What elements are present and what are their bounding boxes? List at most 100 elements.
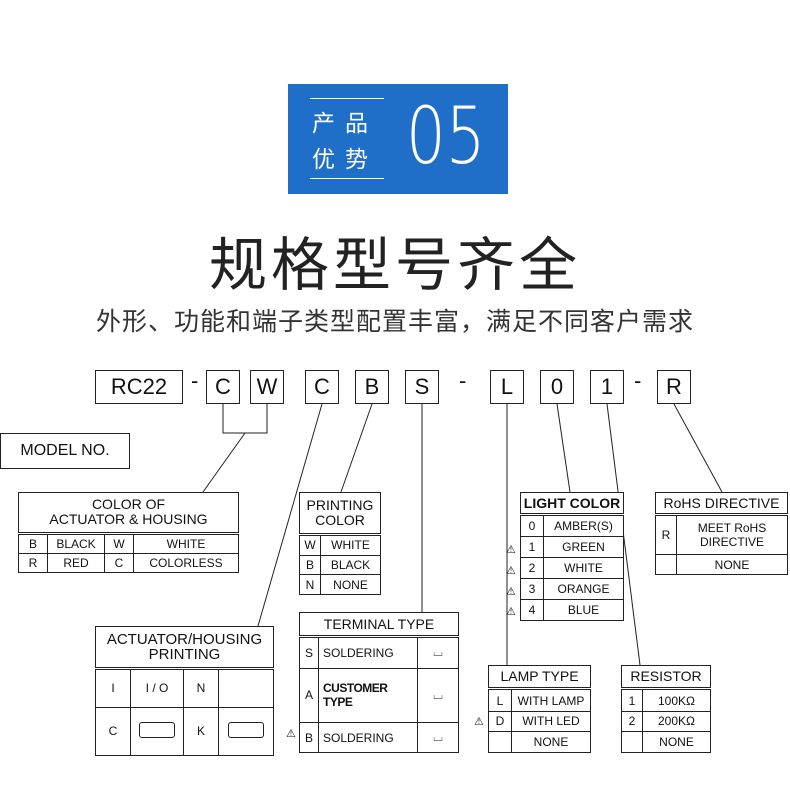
table-cell: CUSTOMER TYPE <box>318 667 418 724</box>
table-cell: N <box>183 668 219 708</box>
table-cell: L <box>488 688 512 712</box>
warning-icon: ⚠ <box>286 728 296 740</box>
page-subtitle: 外形、功能和端子类型配置丰富，满足不同客户需求 <box>95 307 694 336</box>
table-cell: WHITE <box>320 533 381 556</box>
table-cell <box>655 554 677 575</box>
table-cell: RED <box>47 552 105 574</box>
table-cell: NONE <box>320 574 381 595</box>
terminal-icon: ⌴ <box>417 636 459 669</box>
table-title: COLOR OF <box>91 496 166 513</box>
table-cell: B <box>299 554 321 576</box>
table-cell: GREEN <box>543 536 624 559</box>
table-cell: ORANGE <box>543 578 624 601</box>
table-cell: SOLDERING <box>318 636 418 669</box>
table-title: ACTUATOR & HOUSING <box>49 511 208 528</box>
table-cell: R <box>655 514 677 555</box>
model-no-label: MODEL NO. <box>0 433 130 469</box>
code-printing: C <box>305 370 339 404</box>
table-cell: I <box>95 668 131 708</box>
table-cell: R <box>18 552 48 574</box>
table-cell: NONE <box>511 731 591 753</box>
code-lamp: L <box>490 370 524 404</box>
table-cell: 2 <box>621 710 643 733</box>
table-cell: 0 <box>520 513 544 538</box>
table-cell: N <box>299 574 321 595</box>
code-resistor: 1 <box>590 370 624 404</box>
table-cell: S <box>299 636 319 669</box>
table-cell: C <box>103 552 134 574</box>
table-cell: I / O <box>130 668 184 708</box>
table-cell: W <box>103 532 134 554</box>
table-cell: A <box>299 667 319 724</box>
terminal-icon: ⌴ <box>417 667 459 724</box>
table-title: ACTUATOR/HOUSING <box>106 631 263 648</box>
badge-line-2: 优势 <box>312 147 378 173</box>
table-cell: BLUE <box>543 599 624 621</box>
table-cell: BLACK <box>47 532 105 554</box>
table-cell: W <box>299 533 321 556</box>
table-cell <box>621 731 643 753</box>
table-cell: 100KΩ <box>642 688 711 712</box>
code-series: RC22 <box>95 370 183 404</box>
table-cell: NONE <box>642 731 711 753</box>
table-cell: 4 <box>520 599 544 621</box>
warning-icon: ⚠ <box>474 716 484 728</box>
table-cell: COLORLESS <box>132 552 240 574</box>
code-actuator-color: C <box>206 370 240 404</box>
section-badge: 产品 优势 05 <box>288 84 508 194</box>
table-cell: WHITE <box>543 557 624 580</box>
table-cell: B <box>18 532 48 554</box>
table-cell: BLACK <box>320 554 381 576</box>
table-cell: 1 <box>621 688 643 712</box>
code-rohs: R <box>657 370 691 404</box>
table-cell: SOLDERING <box>318 722 418 753</box>
table-cell: 3 <box>520 578 544 601</box>
table-title: LIGHT COLOR <box>520 492 624 516</box>
table-row: NONE <box>655 554 788 575</box>
table-cell: MEET RoHS DIRECTIVE <box>676 514 788 555</box>
warning-icon: ⚠ <box>506 544 516 556</box>
table-title: COLOR <box>315 511 365 528</box>
table-row: NONE <box>621 731 711 753</box>
table-title: RoHS DIRECTIVE <box>655 492 788 516</box>
table-cell: D <box>488 710 512 733</box>
table-cell: 200KΩ <box>642 710 711 733</box>
table-cell: C <box>95 706 131 757</box>
page-title: 规格型号齐全 <box>208 231 581 299</box>
table-cell: B <box>299 722 319 753</box>
table-row: NONE <box>488 731 591 753</box>
table-title: PRINTING <box>148 646 221 663</box>
code-terminal: S <box>405 370 439 404</box>
table-cell <box>488 731 512 753</box>
warning-icon: ⚠ <box>506 565 516 577</box>
code-printing-color: B <box>355 370 389 404</box>
code-light-color: 0 <box>540 370 574 404</box>
table-cell: WITH LED <box>511 710 591 733</box>
